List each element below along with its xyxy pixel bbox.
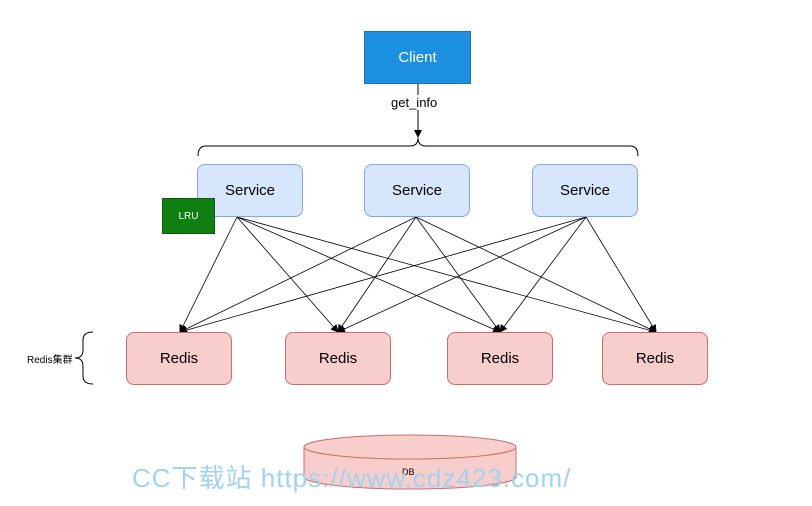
service-redis-edges <box>179 216 657 335</box>
service-1-to-redis-1-arrow <box>179 216 238 333</box>
service-2-to-redis-2-arrow <box>337 216 417 333</box>
service-box-2[interactable]: Service <box>364 164 470 217</box>
lru-badge[interactable]: LRU <box>162 198 215 234</box>
service-1-to-redis-2-arrow <box>236 216 339 333</box>
service-2-to-redis-1-arrow <box>179 216 417 333</box>
lru-label: LRU <box>178 210 199 222</box>
client-box[interactable]: Client <box>364 31 471 84</box>
service-3-to-redis-4-arrow <box>585 216 657 333</box>
redis-cluster-label: Redis集群 <box>27 351 73 366</box>
redis-box-2[interactable]: Redis <box>285 332 391 385</box>
service-3-to-redis-2-arrow <box>337 216 587 333</box>
service-label: Service <box>224 182 276 199</box>
client-label: Client <box>398 49 437 66</box>
service-2-to-redis-4-arrow <box>415 216 657 333</box>
db-cylinder <box>303 434 517 490</box>
redis-cluster-brace <box>74 331 94 385</box>
db-label: DB <box>402 467 415 477</box>
redis-box-1[interactable]: Redis <box>126 332 232 385</box>
service-label: Service <box>559 182 611 199</box>
redis-label: Redis <box>159 350 199 367</box>
service-label: Service <box>391 182 443 199</box>
redis-label: Redis <box>318 350 358 367</box>
watermark-text: CC下载站 https://www.cdz423.com/ <box>132 463 572 493</box>
redis-label: Redis <box>480 350 520 367</box>
service-3-to-redis-3-arrow <box>499 216 587 333</box>
service-1-to-redis-3-arrow <box>236 216 501 333</box>
redis-box-3[interactable]: Redis <box>447 332 553 385</box>
services-brace <box>197 137 639 157</box>
redis-box-4[interactable]: Redis <box>602 332 708 385</box>
redis-label: Redis <box>635 350 675 367</box>
service-2-to-redis-3-arrow <box>415 216 501 333</box>
get-info-label: get_info <box>391 95 438 110</box>
service-box-3[interactable]: Service <box>532 164 638 217</box>
service-3-to-redis-1-arrow <box>179 216 587 334</box>
service-1-to-redis-4-arrow <box>236 216 657 335</box>
